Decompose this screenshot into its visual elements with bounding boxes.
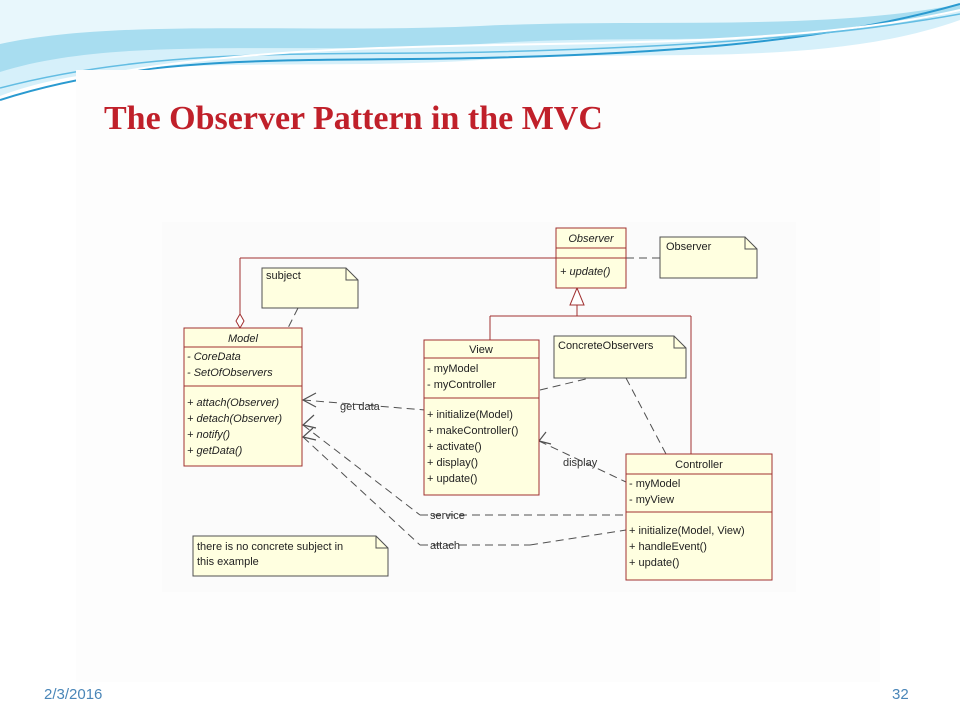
footer-date: 2/3/2016 [44,686,103,703]
concrete-observers-note: ConcreteObservers [553,335,687,379]
observer-class-name: Observer [568,233,615,245]
model-class-name: Model [228,333,259,345]
view-class-box: View - myModel - myController + initiali… [423,339,540,496]
service-label: service [430,510,465,522]
model-method: + detach(Observer) [187,413,282,425]
controller-method: + update() [629,557,679,569]
model-method: + attach(Observer) [187,397,279,409]
observer-method: + update() [560,266,611,278]
no-concrete-subject-note: there is no concrete subject in this exa… [192,535,389,577]
view-method: + display() [427,457,478,469]
aggregation-diamond [235,312,245,330]
display-label: display [563,457,598,469]
page-number: 32 [892,686,909,703]
view-method: + makeController() [427,425,518,437]
subject-observer-association [239,257,556,315]
view-method: + activate() [427,441,482,453]
controller-class-box: Controller - myModel - myView + initiali… [625,453,773,581]
slide-title: The Observer Pattern in the MVC [104,100,603,137]
view-class-name: View [469,344,493,356]
observer-note: Observer [659,236,758,279]
attach-label: attach [430,540,460,552]
view-attribute: - myModel [427,363,478,375]
observer-class-box: Observer + update() [555,227,627,289]
generalization-tree [489,305,692,454]
generalization-arrowhead [569,286,585,306]
model-method: + getData() [187,445,243,457]
no-concrete-subject-note-line: there is no concrete subject in [197,541,343,553]
view-method: + update() [427,473,477,485]
controller-class-name: Controller [675,459,723,471]
dependency-arrowheads [301,392,552,445]
controller-method: + handleEvent() [629,541,707,553]
controller-method: + initialize(Model, View) [629,525,745,537]
no-concrete-subject-note-line: this example [197,556,259,568]
concrete-observers-note-text: ConcreteObservers [558,340,654,352]
model-class-box: Model - CoreData - SetOfObservers + atta… [183,327,303,467]
view-attribute: - myController [427,379,496,391]
controller-attribute: - myView [629,494,674,506]
observer-note-text: Observer [666,241,712,253]
controller-attribute: - myModel [629,478,680,490]
get-data-label: get data [340,401,381,413]
subject-note: subject [261,267,359,309]
subject-note-text: subject [266,270,301,282]
view-method: + initialize(Model) [427,409,513,421]
model-attribute: - SetOfObservers [187,367,273,379]
model-method: + notify() [187,429,230,441]
note-anchor-lines [287,257,667,546]
model-attribute: - CoreData [187,351,241,363]
